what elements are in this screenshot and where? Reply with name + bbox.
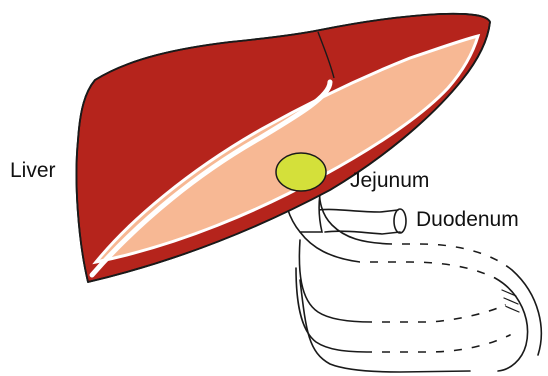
liver-label: Liver	[10, 160, 56, 181]
duodenum-tube-upper	[318, 209, 398, 212]
duodenum-tube-lower	[325, 231, 400, 234]
bowel-loop-2-lower	[296, 268, 510, 352]
hilar-nodule	[276, 153, 326, 191]
intestine-loops	[293, 168, 542, 372]
bowel-loop-2-upper	[299, 240, 505, 322]
bowel-loop-3	[300, 280, 470, 372]
duodenum-label: Duodenum	[416, 209, 519, 230]
intestine-hidden-segments	[360, 244, 512, 352]
jejunum-label: Jejunum	[350, 170, 429, 191]
duodenum-stump-end	[394, 209, 406, 233]
